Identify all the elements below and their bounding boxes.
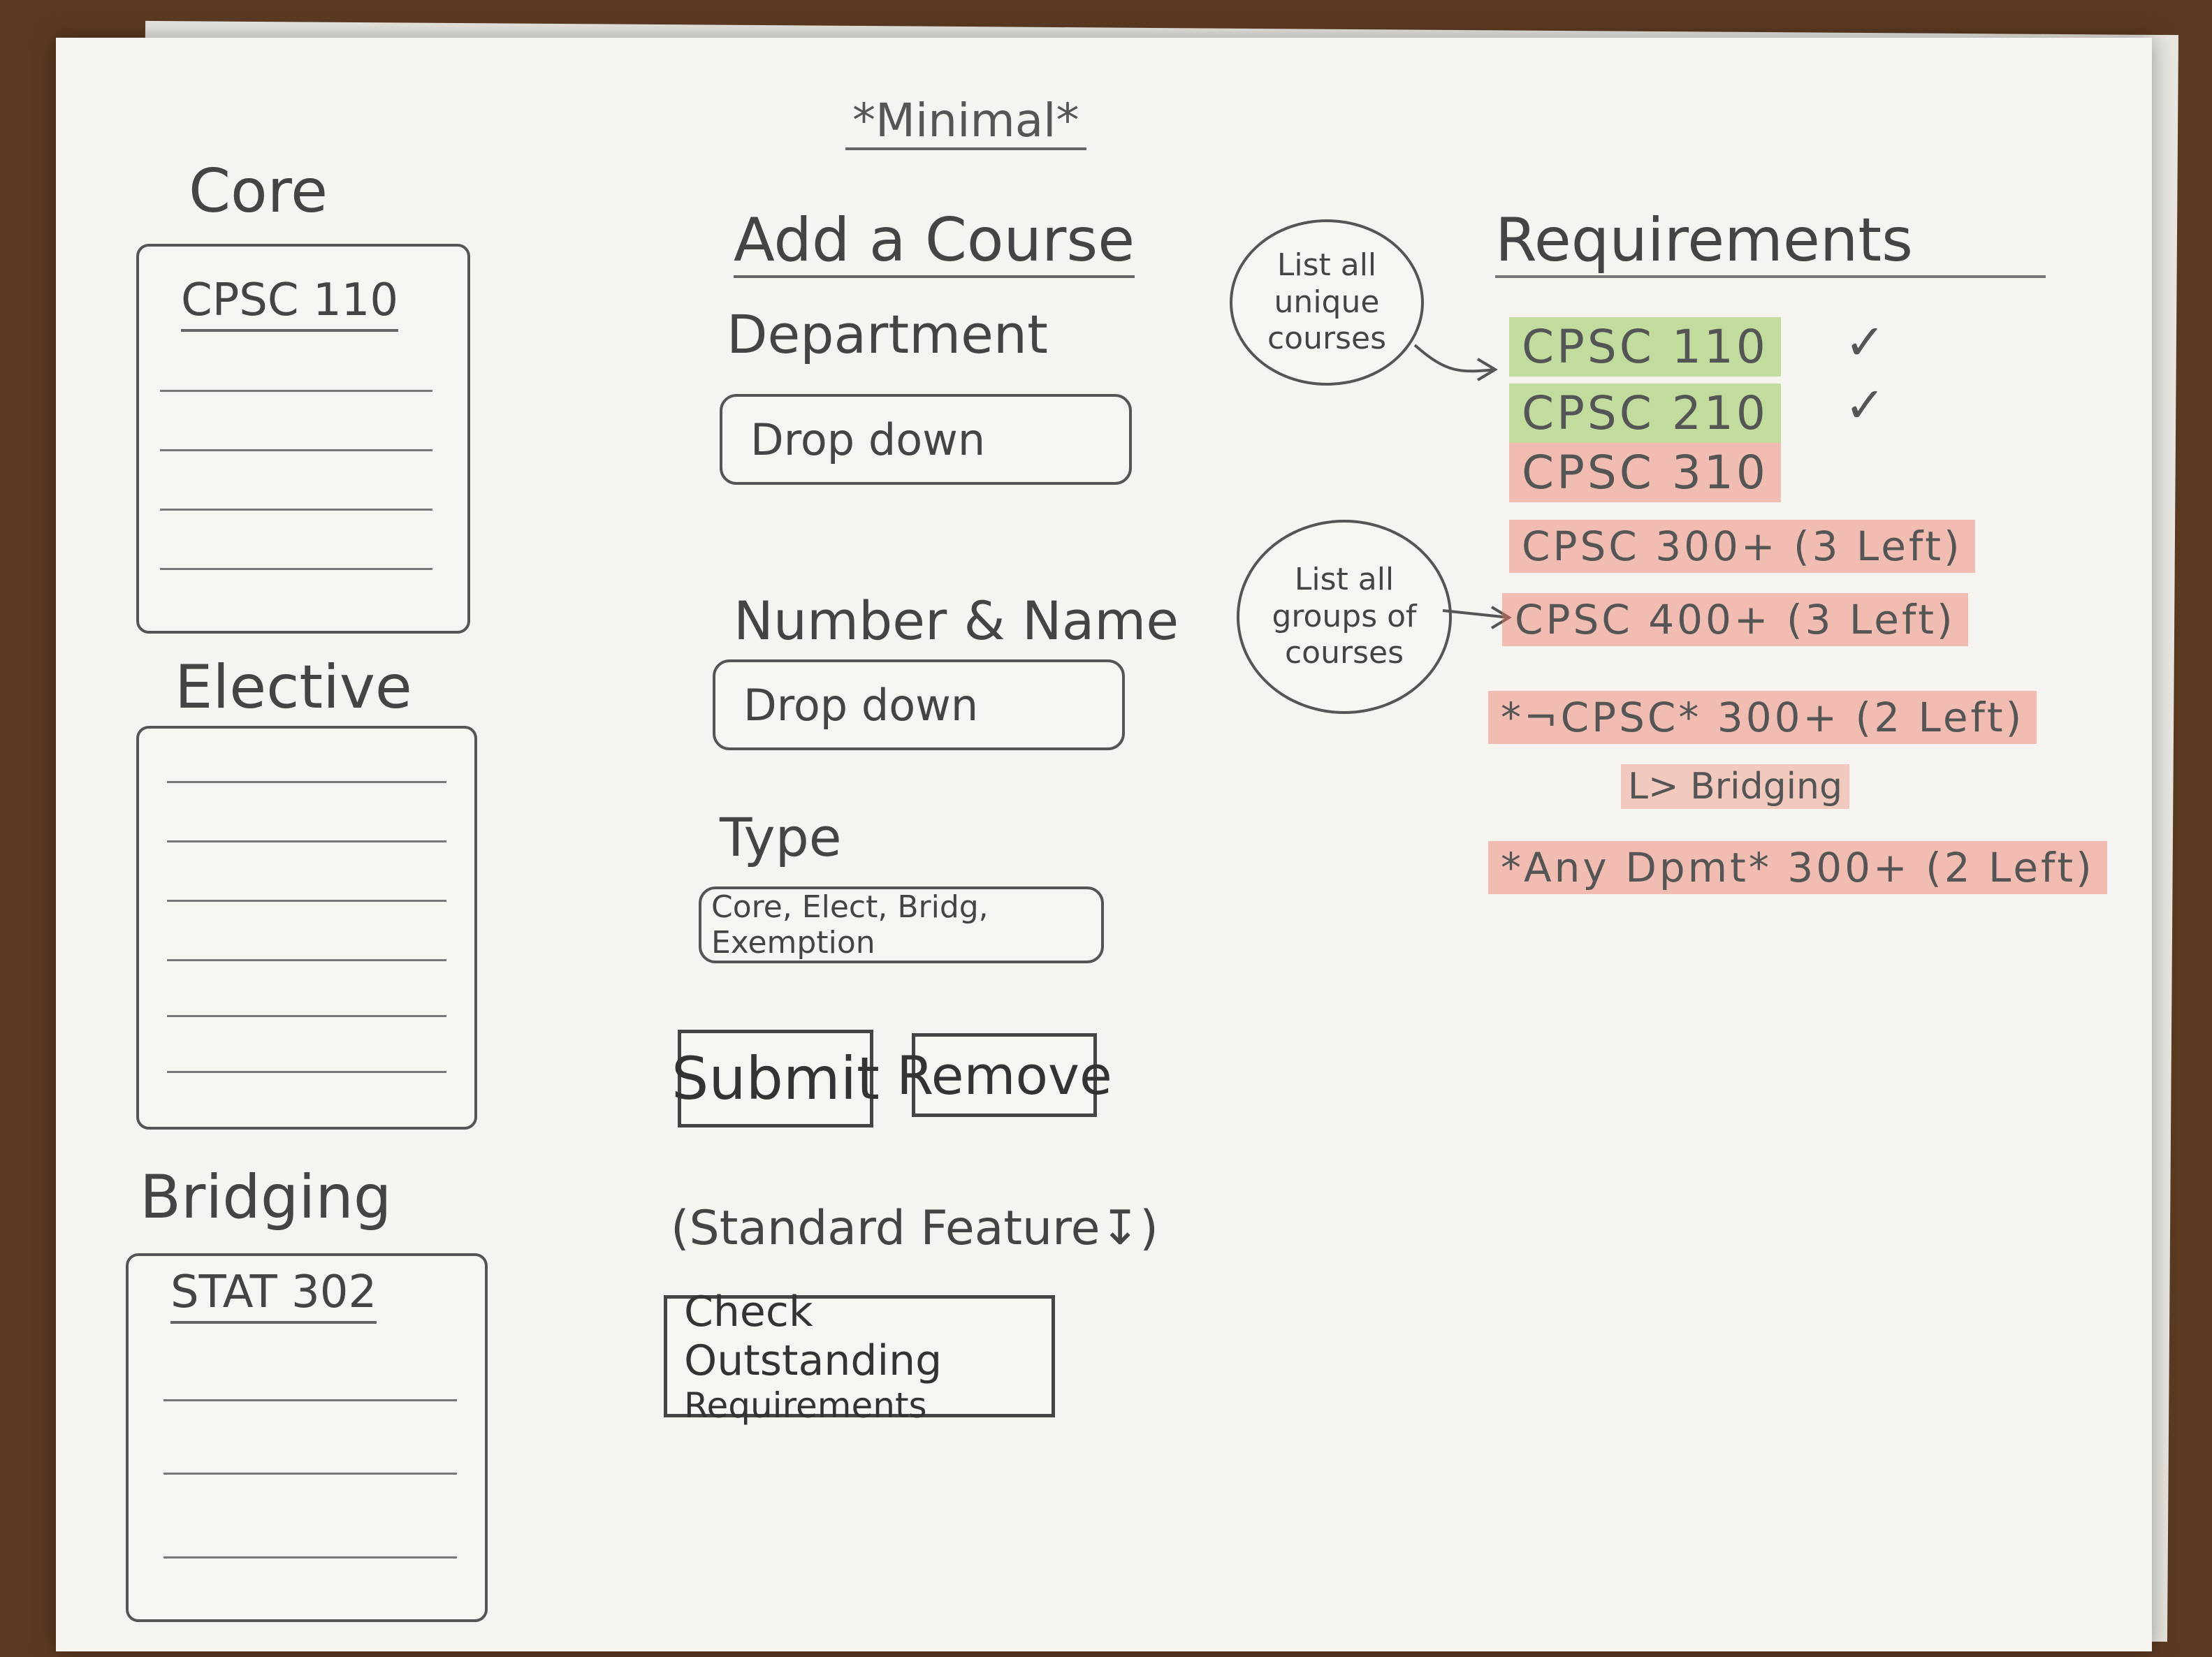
check-button-label-line2: Requirements xyxy=(684,1385,927,1426)
annotation-arrows xyxy=(1413,344,1512,629)
requirements-heading: Requirements xyxy=(1495,205,2046,278)
bridging-list-row xyxy=(163,1556,457,1559)
core-item-1[interactable]: CPSC 110 xyxy=(181,275,399,332)
elective-list-box[interactable] xyxy=(136,726,477,1130)
bridging-list-row xyxy=(163,1399,457,1401)
requirement-row: *¬CPSC* 300+ (2 Left) xyxy=(1488,691,2037,744)
remove-button[interactable]: Remove xyxy=(896,1033,1112,1117)
requirement-row: CPSC 400+ (3 Left) xyxy=(1502,593,1968,646)
note-groups-of-courses: List all groups of courses xyxy=(1237,520,1452,714)
number-name-dropdown[interactable]: Drop down xyxy=(713,659,1125,750)
page-title: *Minimal* xyxy=(845,94,1086,150)
bridging-heading: Bridging xyxy=(140,1162,392,1232)
submit-button[interactable]: Submit xyxy=(671,1030,880,1127)
type-dropdown[interactable]: Core, Elect, Bridg, Exemption xyxy=(699,886,1104,963)
requirement-row: CPSC 300+ (3 Left) xyxy=(1509,520,1975,573)
core-list-row xyxy=(160,449,432,451)
elective-list-row xyxy=(167,840,446,842)
requirement-row: CPSC 210 xyxy=(1509,384,1781,443)
core-list-box[interactable]: CPSC 110 xyxy=(136,244,470,634)
core-list-row xyxy=(160,509,432,511)
department-dropdown-value: Drop down xyxy=(750,414,986,465)
check-outstanding-requirements-button[interactable]: Check Outstanding Requirements xyxy=(664,1287,1055,1426)
check-button-label-line1: Check Outstanding xyxy=(684,1287,943,1385)
add-course-heading: Add a Course xyxy=(734,205,1135,278)
elective-list-row xyxy=(167,1071,446,1073)
department-label: Department xyxy=(727,303,1048,365)
core-heading: Core xyxy=(189,156,328,226)
elective-list-row xyxy=(167,900,446,902)
type-dropdown-value: Core, Elect, Bridg, Exemption xyxy=(711,889,989,961)
number-name-dropdown-value: Drop down xyxy=(743,679,979,731)
core-list-row xyxy=(160,568,432,570)
elective-list-row xyxy=(167,781,446,783)
elective-list-row xyxy=(167,1015,446,1017)
requirement-row: CPSC 310 xyxy=(1509,443,1781,502)
bridging-sub-note: L> Bridging xyxy=(1621,764,1849,809)
department-dropdown[interactable]: Drop down xyxy=(720,394,1132,485)
elective-list-row xyxy=(167,959,446,961)
requirement-row: CPSC 110 xyxy=(1509,317,1781,377)
sketch-paper: *Minimal* Core CPSC 110 Elective Bridgin… xyxy=(56,38,2152,1651)
standard-feature-note: (Standard Feature↧) xyxy=(671,1201,1158,1256)
bridging-list-box[interactable]: STAT 302 xyxy=(126,1253,488,1622)
core-list-row xyxy=(160,390,432,392)
bridging-list-row xyxy=(163,1473,457,1475)
note-unique-courses: List all unique courses xyxy=(1230,219,1424,386)
number-name-label: Number & Name xyxy=(734,590,1179,652)
requirement-row: *Any Dpmt* 300+ (2 Left) xyxy=(1488,841,2107,894)
elective-heading: Elective xyxy=(175,652,412,722)
check-mark-icon: ✓ xyxy=(1844,377,1886,434)
check-mark-icon: ✓ xyxy=(1844,314,1886,371)
bridging-item-1[interactable]: STAT 302 xyxy=(170,1267,377,1324)
type-label: Type xyxy=(720,806,842,868)
